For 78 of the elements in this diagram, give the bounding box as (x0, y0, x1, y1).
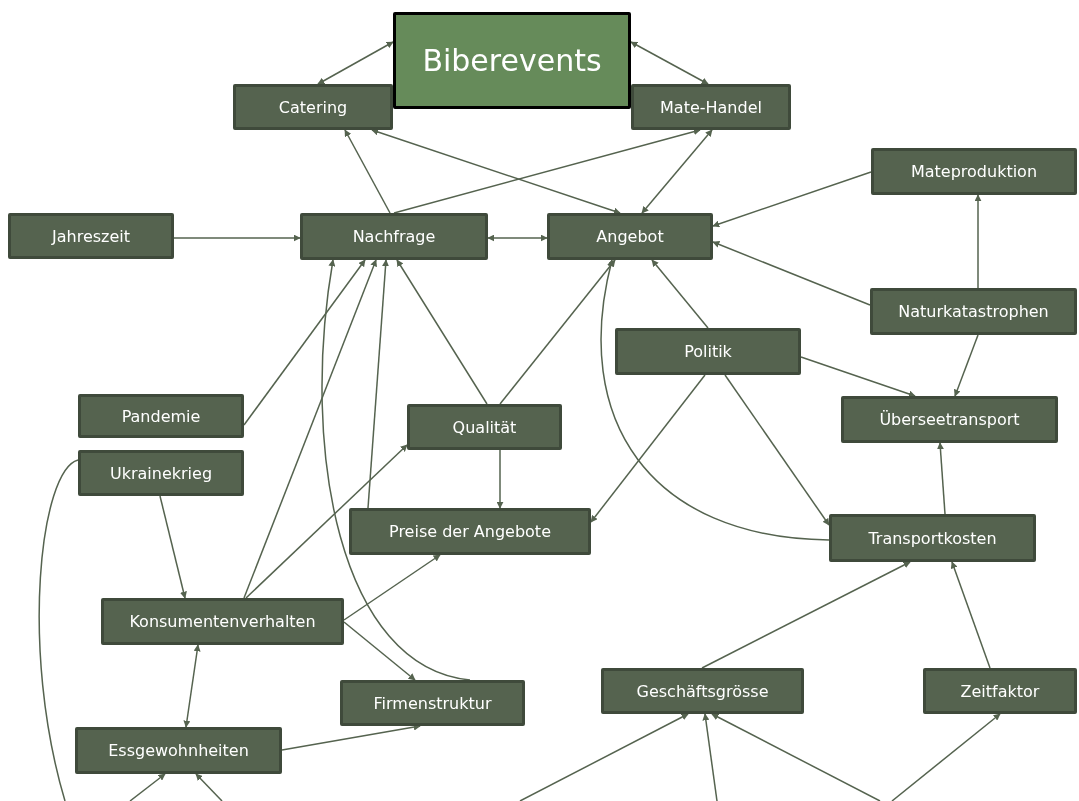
arrow (393, 128, 701, 214)
arrow (701, 561, 911, 669)
concept-box (340, 680, 525, 726)
node-label: Catering (278, 97, 348, 117)
arrow (711, 713, 881, 801)
concept-box (349, 508, 591, 555)
arrow (371, 128, 621, 215)
arrow (344, 129, 391, 214)
node-label: Mate-Handel (660, 97, 762, 117)
arrow (950, 561, 991, 669)
node-label: Biberevents (422, 43, 602, 78)
arrow (519, 713, 689, 801)
title-box (393, 12, 631, 109)
concept-box (631, 84, 791, 130)
arrow (590, 374, 706, 523)
arrow (936, 442, 946, 515)
node-label: Ukrainekrieg (109, 463, 213, 483)
concept-box (300, 213, 488, 260)
node-label: Preise der Angebote (389, 522, 551, 541)
arrow (159, 495, 187, 599)
arrow (630, 41, 709, 85)
arrow (800, 356, 916, 398)
arrow (129, 773, 166, 801)
node-label: Mateproduktion (910, 162, 1038, 181)
concept-box (78, 450, 244, 496)
arrow (974, 194, 982, 289)
concept-box (547, 213, 713, 260)
arrow (641, 129, 713, 214)
concept-box (8, 213, 174, 259)
node-label: Politik (684, 342, 732, 361)
arrow (343, 621, 416, 681)
arrow (499, 259, 616, 405)
arrow (321, 259, 471, 681)
concept-box (870, 288, 1077, 335)
arrow (343, 554, 441, 621)
concept-box (615, 328, 801, 375)
arrow (245, 444, 408, 599)
arrow (183, 644, 201, 728)
node-label: Naturkatastrophen (898, 302, 1049, 321)
arrow (600, 259, 830, 541)
concept-box (871, 148, 1077, 195)
arrow (651, 259, 709, 329)
node-label: Jahreszeit (52, 226, 130, 246)
arrow (953, 334, 979, 397)
concept-box (407, 404, 562, 450)
node-label: Angebot (596, 227, 664, 246)
arrow (317, 41, 394, 85)
arrow (496, 449, 504, 509)
node-label: Zeitfaktor (960, 681, 1040, 701)
arrow (195, 773, 223, 801)
node-label: Konsumentenverhalten (129, 612, 316, 631)
concept-box (841, 396, 1058, 443)
arrow (396, 259, 488, 405)
arrow (487, 234, 548, 242)
concept-box (829, 514, 1036, 562)
arrow (712, 241, 871, 306)
arrow (243, 259, 366, 426)
node-label: Pandemie (121, 406, 201, 426)
concept-box (101, 598, 344, 645)
arrow (891, 713, 1001, 801)
concept-box (78, 394, 244, 438)
arrow (724, 374, 830, 526)
node-label: Nachfrage (352, 227, 436, 246)
arrow (367, 259, 390, 509)
node-label: Transportkosten (868, 528, 997, 548)
concept-box (75, 727, 282, 774)
arrow (712, 171, 872, 228)
node-label: Überseetransport (879, 410, 1020, 429)
arrow (243, 259, 377, 599)
node-label: Firmenstruktur (373, 693, 492, 713)
concept-box (233, 84, 393, 130)
node-label: Geschäftsgrösse (636, 681, 769, 701)
arrow (173, 234, 301, 242)
concept-box (601, 668, 804, 714)
node-label: Essgewohnheiten (108, 741, 249, 760)
concept-box (923, 668, 1077, 714)
arrow (702, 713, 718, 801)
node-label: Qualität (452, 417, 517, 437)
